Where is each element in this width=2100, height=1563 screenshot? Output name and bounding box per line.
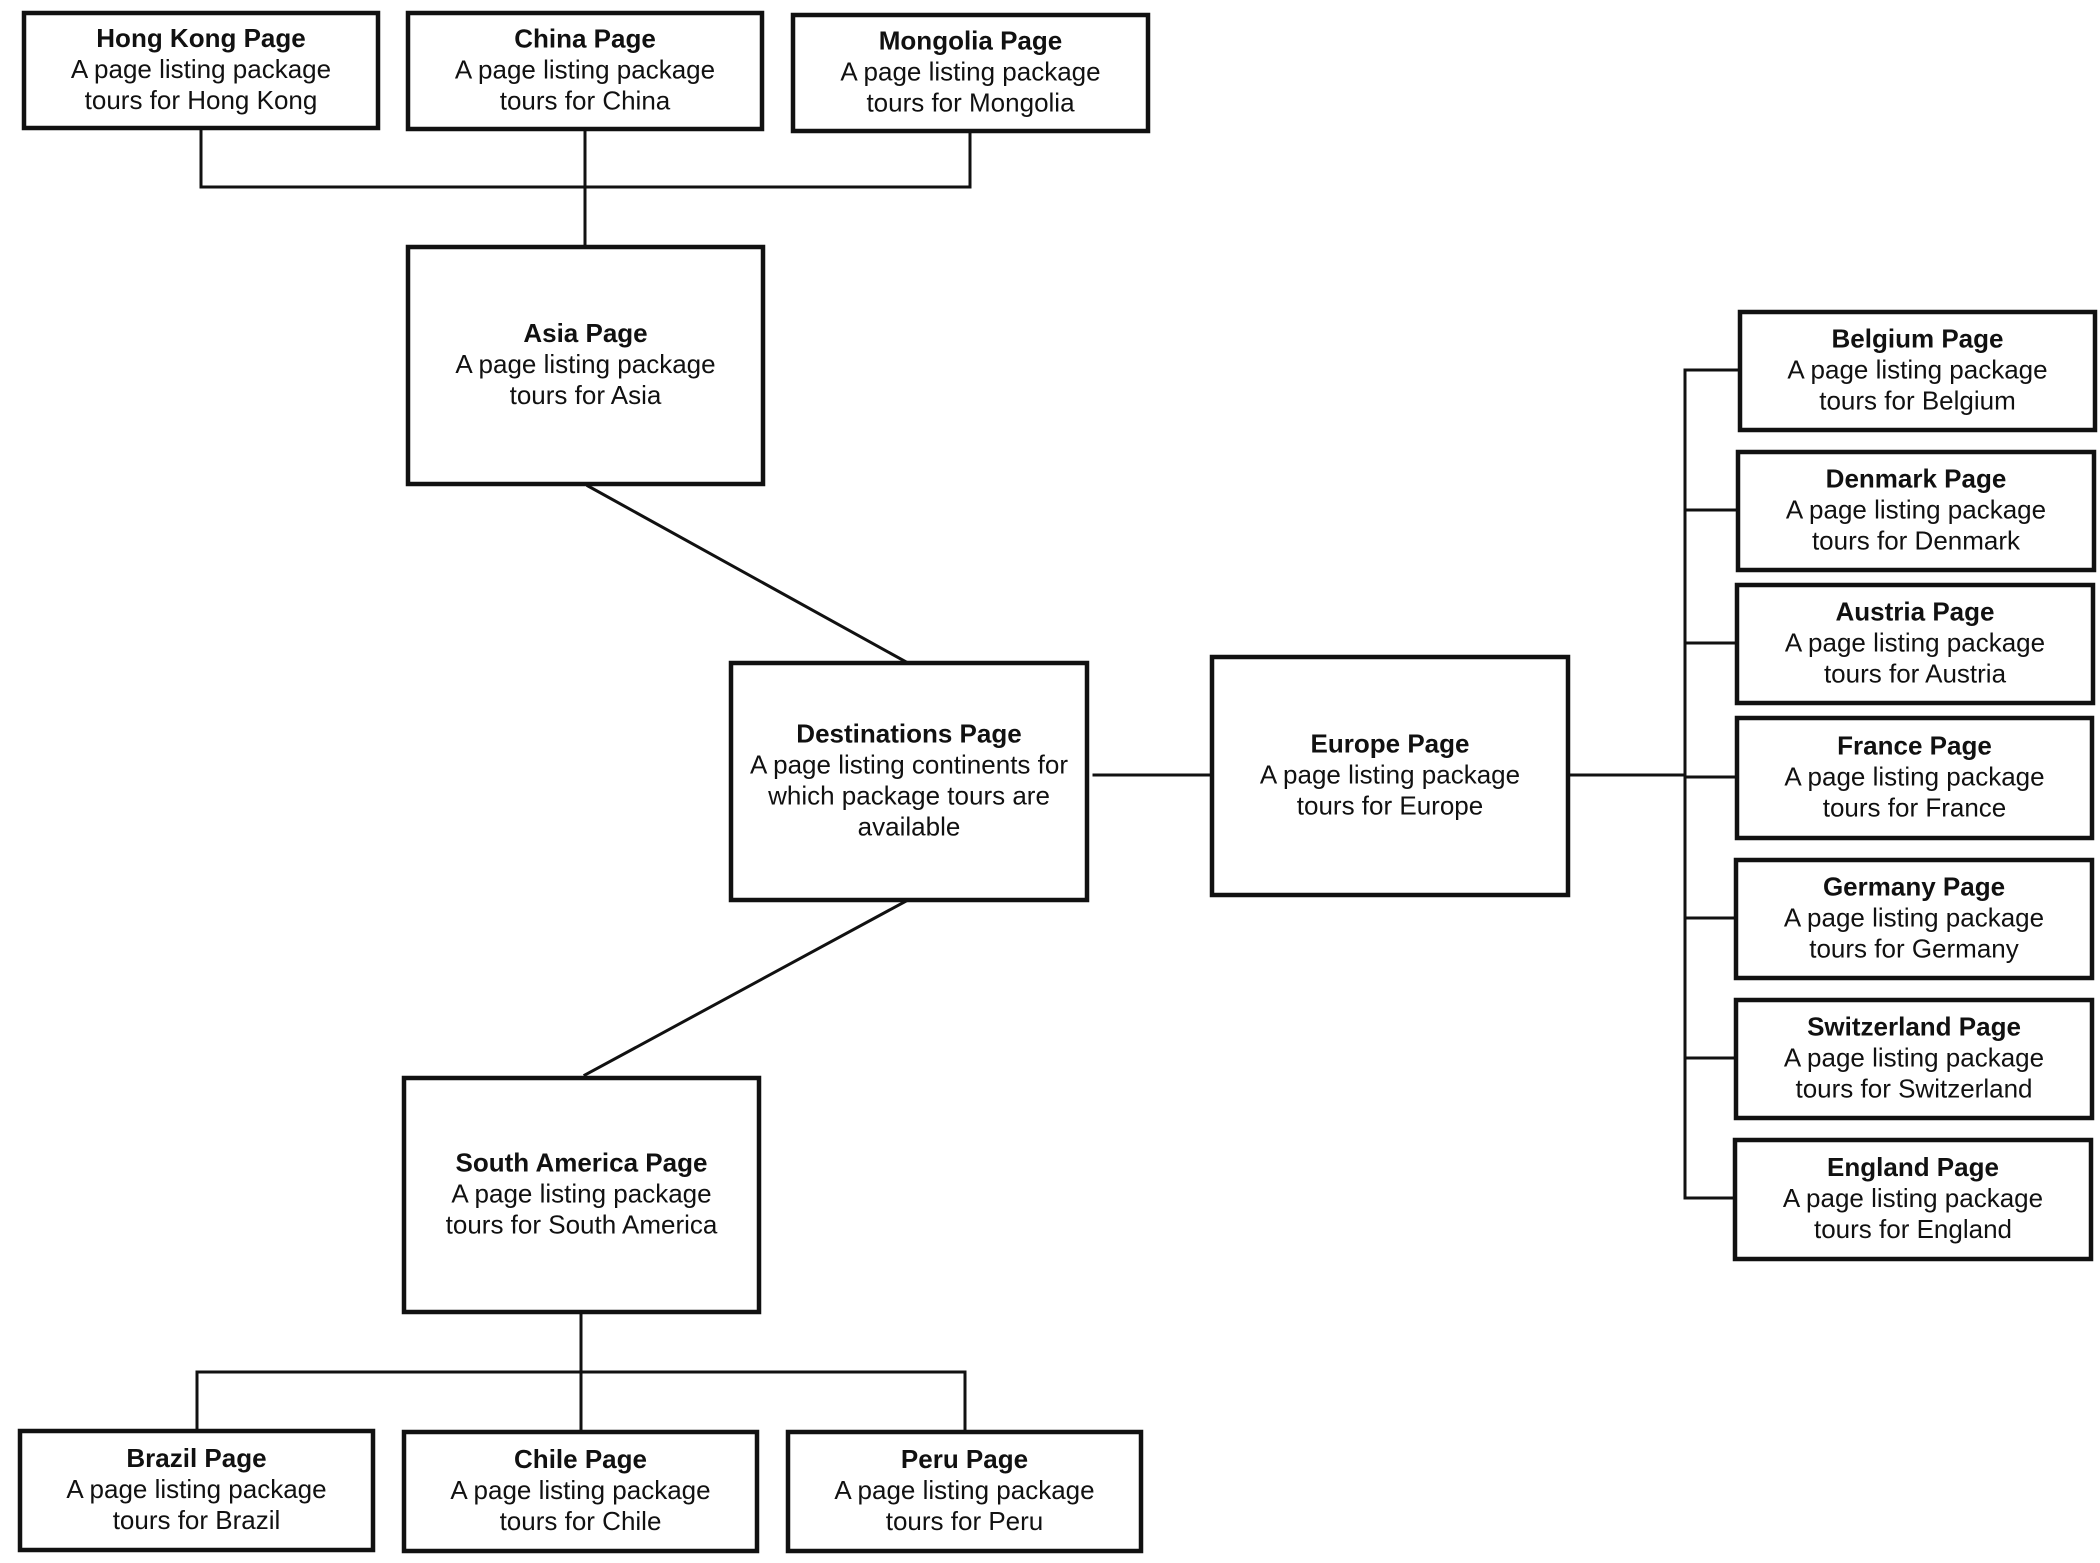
node-title-destinations: Destinations Page (796, 719, 1021, 749)
node-box-south-america (401, 1075, 762, 1315)
node-box-france (1734, 715, 2095, 841)
node-desc-germany-1: A page listing package (1784, 903, 2044, 933)
node-desc-france-1: A page listing package (1784, 762, 2044, 792)
node-box-switzerland (1733, 997, 2095, 1121)
node-desc-destinations-1: A page listing continents for (750, 750, 1068, 780)
node-desc-england-2: tours for England (1814, 1214, 2012, 1244)
node-title-peru: Peru Page (901, 1444, 1028, 1474)
node-title-europe: Europe Page (1311, 729, 1470, 759)
node-box-asia (405, 244, 766, 487)
connector-lines (195, 126, 1742, 1434)
node-box-brazil (17, 1428, 376, 1553)
node-desc-chile-1: A page listing package (450, 1475, 710, 1505)
node-title-denmark: Denmark Page (1826, 464, 2007, 494)
node-title-chile: Chile Page (514, 1444, 647, 1474)
node-box-hong-kong (21, 10, 381, 131)
connector-destinations-south-america (582, 897, 911, 1078)
node-desc-switzerland-1: A page listing package (1784, 1043, 2044, 1073)
node-title-germany: Germany Page (1823, 872, 2005, 902)
node-box-germany (1733, 857, 2095, 981)
connector-destinations-asia (585, 483, 911, 666)
node-desc-asia-1: A page listing package (455, 349, 715, 379)
node-desc-china-2: tours for China (500, 86, 671, 116)
node-desc-china-1: A page listing package (455, 55, 715, 85)
node-box-peru (785, 1429, 1144, 1554)
node-desc-chile-2: tours for Chile (500, 1506, 662, 1536)
node-desc-england-1: A page listing package (1783, 1183, 2043, 1213)
node-desc-austria-2: tours for Austria (1824, 659, 2007, 689)
node-desc-germany-2: tours for Germany (1809, 934, 2019, 964)
node-desc-south-america-1: A page listing package (451, 1179, 711, 1209)
node-desc-destinations-3: available (858, 812, 961, 842)
node-desc-hong-kong-1: A page listing package (71, 54, 331, 84)
node-desc-peru-1: A page listing package (834, 1475, 1094, 1505)
node-desc-belgium-2: tours for Belgium (1819, 386, 2016, 416)
node-title-belgium: Belgium Page (1832, 324, 2004, 354)
node-title-austria: Austria Page (1836, 597, 1995, 627)
node-box-europe (1209, 654, 1571, 898)
node-desc-denmark-1: A page listing package (1786, 495, 2046, 525)
node-desc-south-america-2: tours for South America (446, 1210, 718, 1240)
node-box-mongolia (790, 12, 1151, 134)
node-title-hong-kong: Hong Kong Page (96, 23, 305, 53)
node-desc-asia-2: tours for Asia (510, 380, 662, 410)
node-desc-france-2: tours for France (1823, 793, 2007, 823)
node-box-belgium (1737, 309, 2098, 433)
node-desc-mongolia-2: tours for Mongolia (866, 88, 1075, 118)
node-title-england: England Page (1827, 1152, 1999, 1182)
node-desc-hong-kong-2: tours for Hong Kong (85, 85, 318, 115)
node-title-mongolia: Mongolia Page (879, 26, 1062, 56)
node-desc-destinations-2: which package tours are (767, 781, 1050, 811)
node-title-south-america: South America Page (456, 1148, 708, 1178)
node-desc-europe-2: tours for Europe (1297, 791, 1483, 821)
node-desc-brazil-2: tours for Brazil (113, 1505, 281, 1535)
node-box-england (1732, 1137, 2094, 1262)
node-title-asia: Asia Page (523, 318, 647, 348)
node-desc-denmark-2: tours for Denmark (1812, 526, 2021, 556)
node-desc-belgium-1: A page listing package (1787, 355, 2047, 385)
node-box-denmark (1735, 449, 2097, 573)
node-desc-europe-1: A page listing package (1260, 760, 1520, 790)
node-desc-peru-2: tours for Peru (886, 1506, 1044, 1536)
node-desc-mongolia-1: A page listing package (840, 57, 1100, 87)
node-title-switzerland: Switzerland Page (1807, 1012, 2021, 1042)
node-desc-austria-1: A page listing package (1785, 628, 2045, 658)
node-box-destinations (728, 660, 1090, 903)
node-box-austria (1734, 582, 2096, 706)
node-title-china: China Page (514, 24, 656, 54)
node-title-france: France Page (1837, 731, 1992, 761)
node-box-china (405, 10, 765, 132)
node-desc-switzerland-2: tours for Switzerland (1796, 1074, 2033, 1104)
node-box-chile (401, 1429, 760, 1554)
node-desc-brazil-1: A page listing package (66, 1474, 326, 1504)
node-title-brazil: Brazil Page (126, 1443, 266, 1473)
